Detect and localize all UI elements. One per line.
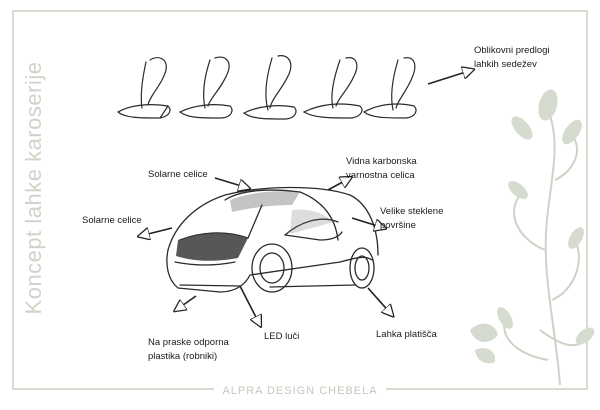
label-glass-surfaces: Velike steklene površine bbox=[380, 206, 444, 231]
arrow-plastic bbox=[176, 295, 197, 310]
label-solar-cells-top: Solarne celice bbox=[148, 169, 208, 180]
seat-sketch-3 bbox=[242, 55, 297, 120]
arrow-solar-top bbox=[214, 177, 248, 188]
label-carbon-cell: Vidna karbonska varnostna celica bbox=[346, 156, 417, 181]
arrow-seats bbox=[427, 70, 472, 85]
footer-brand-text: ALPRA DESIGN CHEBELA bbox=[214, 385, 386, 397]
arrow-led bbox=[239, 285, 260, 325]
seat-sketch-1 bbox=[116, 57, 171, 119]
arrow-rims bbox=[367, 287, 392, 315]
seat-sketch-4 bbox=[302, 57, 363, 119]
label-light-rims: Lahka platišča bbox=[376, 329, 437, 340]
footer-brand: ALPRA DESIGN CHEBELA bbox=[0, 385, 600, 397]
arrow-solar-left bbox=[140, 227, 173, 236]
arrow-carbon bbox=[327, 178, 350, 191]
label-seat-proposals: Oblikovni predlogi lahkih sedežev bbox=[474, 45, 550, 70]
label-scratch-plastic: Na praske odporna plastika (robniki) bbox=[148, 337, 229, 362]
seat-sketch-5 bbox=[362, 57, 417, 119]
label-solar-cells-left: Solarne celice bbox=[82, 215, 142, 226]
seat-sketch-2 bbox=[178, 56, 233, 119]
arrow-glass bbox=[351, 217, 384, 228]
label-led-lights: LED luči bbox=[264, 331, 300, 342]
